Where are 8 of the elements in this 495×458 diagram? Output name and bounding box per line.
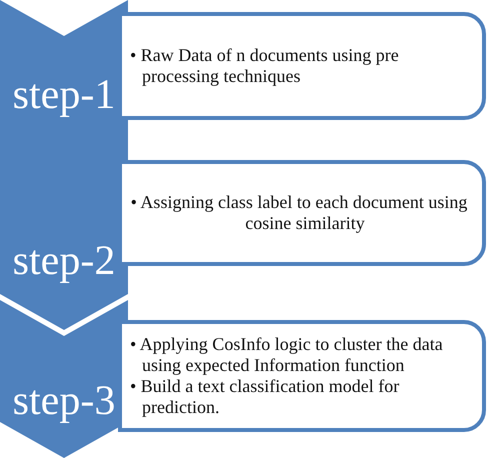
- step-label: step-3: [12, 378, 116, 424]
- step-label: step-2: [12, 238, 116, 284]
- step-label: step-1: [12, 72, 116, 118]
- bullet-text: • Raw Data of n documents using pre processing techniques: [130, 45, 400, 87]
- bullet-text: • Applying CosInfo logic to cluster the data using expected Information function: [130, 334, 444, 376]
- bullet-text: • Build a text classification model for prediction.: [130, 376, 400, 418]
- bullet-text: • Assigning class label to each document using cosine similarity: [130, 192, 468, 234]
- step-description-box: [118, 320, 486, 432]
